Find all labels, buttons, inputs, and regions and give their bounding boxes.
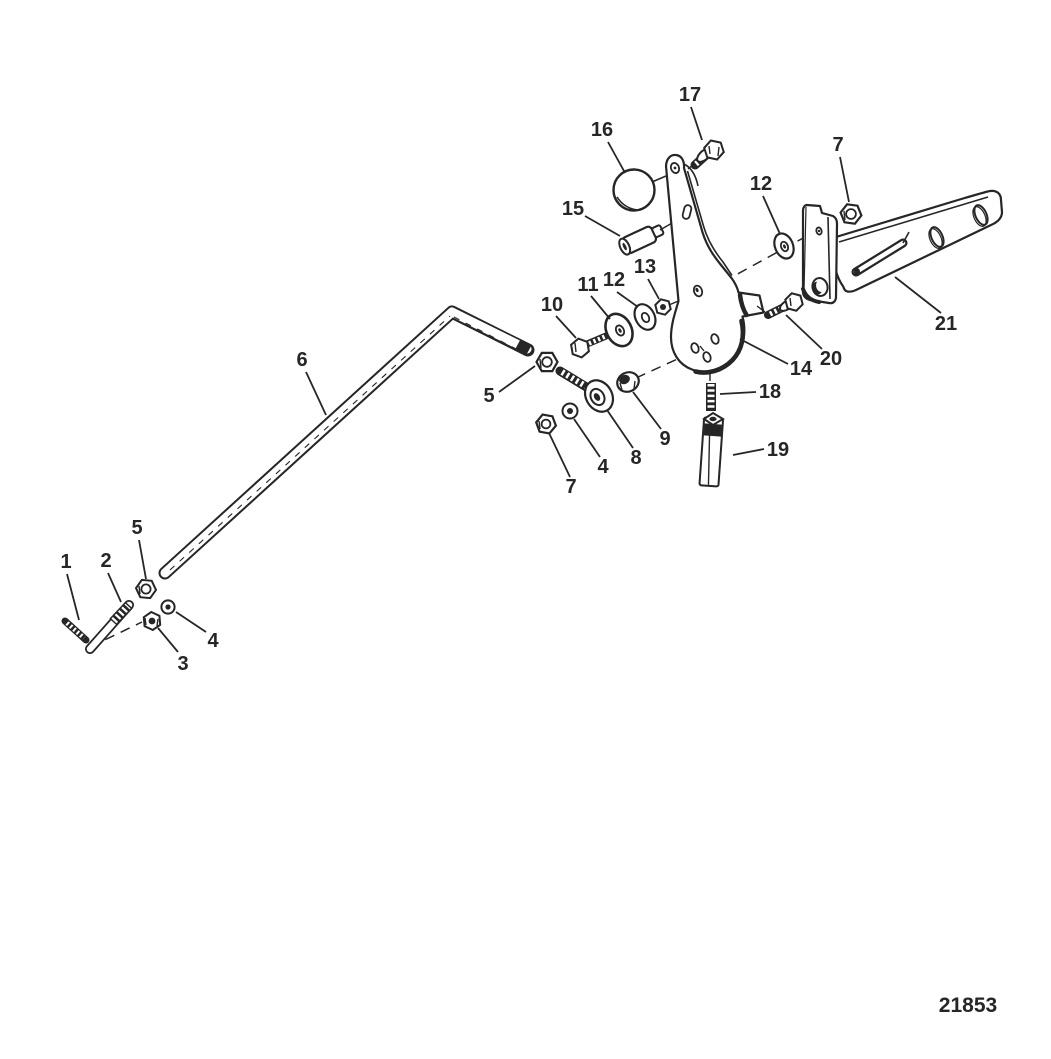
callout-label-3-ref-3: 3 (177, 653, 188, 675)
part-14-lever-bracket (664, 153, 765, 375)
callout-leader-4-ref-4 (175, 611, 207, 633)
callout-leader-7-ref-7 (548, 432, 571, 478)
part-3-nut (142, 610, 162, 632)
part-4-washer-middle (561, 402, 579, 420)
callout-label-7-ref-7: 7 (565, 476, 576, 498)
part-12-washer-right (773, 232, 795, 260)
callout-leader-12-ref-11 (590, 295, 611, 320)
part-4-washer-lower (160, 599, 176, 615)
callout-label-24-ref-21: 21 (935, 313, 957, 335)
callout-label-0-ref-1: 1 (60, 551, 71, 573)
callout-leader-3-ref-3 (157, 627, 179, 653)
part-19-square-link-rod (698, 411, 725, 488)
part-5-locknut-upper (535, 351, 559, 373)
callout-label-5-ref-6: 6 (296, 349, 307, 371)
callout-leader-22-ref-19 (732, 448, 765, 456)
part-10-hex-bolt (570, 332, 610, 359)
callout-leader-17-ref-17 (690, 106, 703, 141)
callout-leader-14-ref-13 (647, 278, 660, 300)
callout-label-20-ref-14: 14 (790, 358, 813, 380)
part-17-hex-bolt-top (687, 139, 725, 170)
callout-label-14-ref-13: 13 (634, 256, 656, 278)
callout-label-11-ref-10: 10 (541, 294, 563, 316)
part-13-small-nut (654, 298, 684, 316)
drawing-number: 21853 (939, 994, 997, 1017)
part-20-hex-screw (756, 292, 804, 319)
part-18-spring (706, 371, 716, 411)
callout-label-8-ref-4: 4 (597, 456, 609, 478)
callout-leader-20-ref-14 (739, 338, 789, 365)
part-6-bent-lever-rod (158, 305, 535, 580)
callout-label-2-ref-5: 5 (131, 517, 142, 539)
part-21-mount-bracket (801, 203, 839, 305)
centerline-upper-right (722, 230, 817, 283)
callout-leader-5-ref-6 (305, 371, 327, 416)
part-7-flange-nut-middle (534, 413, 558, 435)
part-5-locknut-lower (134, 578, 158, 600)
callout-leader-15-ref-15 (584, 215, 621, 237)
callout-label-13-ref-12: 12 (603, 269, 625, 291)
callout-label-21-ref-18: 18 (759, 381, 781, 403)
part-7-flange-nut-right (839, 203, 863, 225)
callout-leader-21-ref-18 (719, 391, 757, 395)
part-16-knob-ball (612, 168, 667, 212)
callout-leader-6-ref-5 (498, 365, 536, 393)
part-21-anchor-plate-bar (834, 189, 1004, 293)
part-11-large-washer (604, 312, 634, 348)
callout-label-17-ref-17: 17 (679, 84, 701, 106)
callout-leader-23-ref-20 (785, 314, 823, 350)
callout-leader-24-ref-21 (894, 276, 942, 314)
callout-leader-2-ref-5 (138, 539, 147, 580)
part-15-spacer-bushing (618, 224, 665, 256)
callout-leader-19-ref-7 (839, 156, 850, 203)
callout-label-16-ref-16: 16 (591, 119, 613, 141)
part-8-shoulder-bolt-with-washer (555, 366, 615, 413)
callout-label-9-ref-8: 8 (630, 447, 641, 469)
part-1-threaded-pin (61, 617, 90, 644)
part-12-washer-middle (633, 303, 657, 331)
callout-leader-13-ref-12 (616, 291, 639, 308)
centerline-middle (635, 355, 685, 379)
part-2-adjustment-rod (85, 600, 134, 654)
callout-leader-16-ref-16 (607, 141, 625, 172)
callout-label-15-ref-15: 15 (562, 198, 584, 220)
callout-label-22-ref-19: 19 (767, 439, 789, 461)
callout-leader-11-ref-10 (555, 315, 577, 339)
callout-leader-10-ref-9 (632, 391, 662, 430)
callout-label-1-ref-2: 2 (100, 550, 111, 572)
callout-leader-1-ref-2 (107, 572, 122, 603)
callout-label-6-ref-5: 5 (483, 385, 494, 407)
callout-leader-9-ref-8 (606, 409, 634, 449)
callout-label-10-ref-9: 9 (659, 428, 670, 450)
callout-label-4-ref-4: 4 (207, 630, 219, 652)
callout-leader-0-ref-1 (66, 573, 80, 621)
callout-label-19-ref-7: 7 (832, 134, 843, 156)
callout-label-12-ref-11: 11 (577, 274, 598, 296)
callout-leader-18-ref-12 (762, 195, 781, 235)
callout-label-18-ref-12: 12 (750, 173, 772, 195)
part-9-spacer-nut (616, 371, 640, 393)
callout-label-23-ref-20: 20 (820, 348, 842, 370)
callout-leader-8-ref-4 (573, 418, 601, 458)
